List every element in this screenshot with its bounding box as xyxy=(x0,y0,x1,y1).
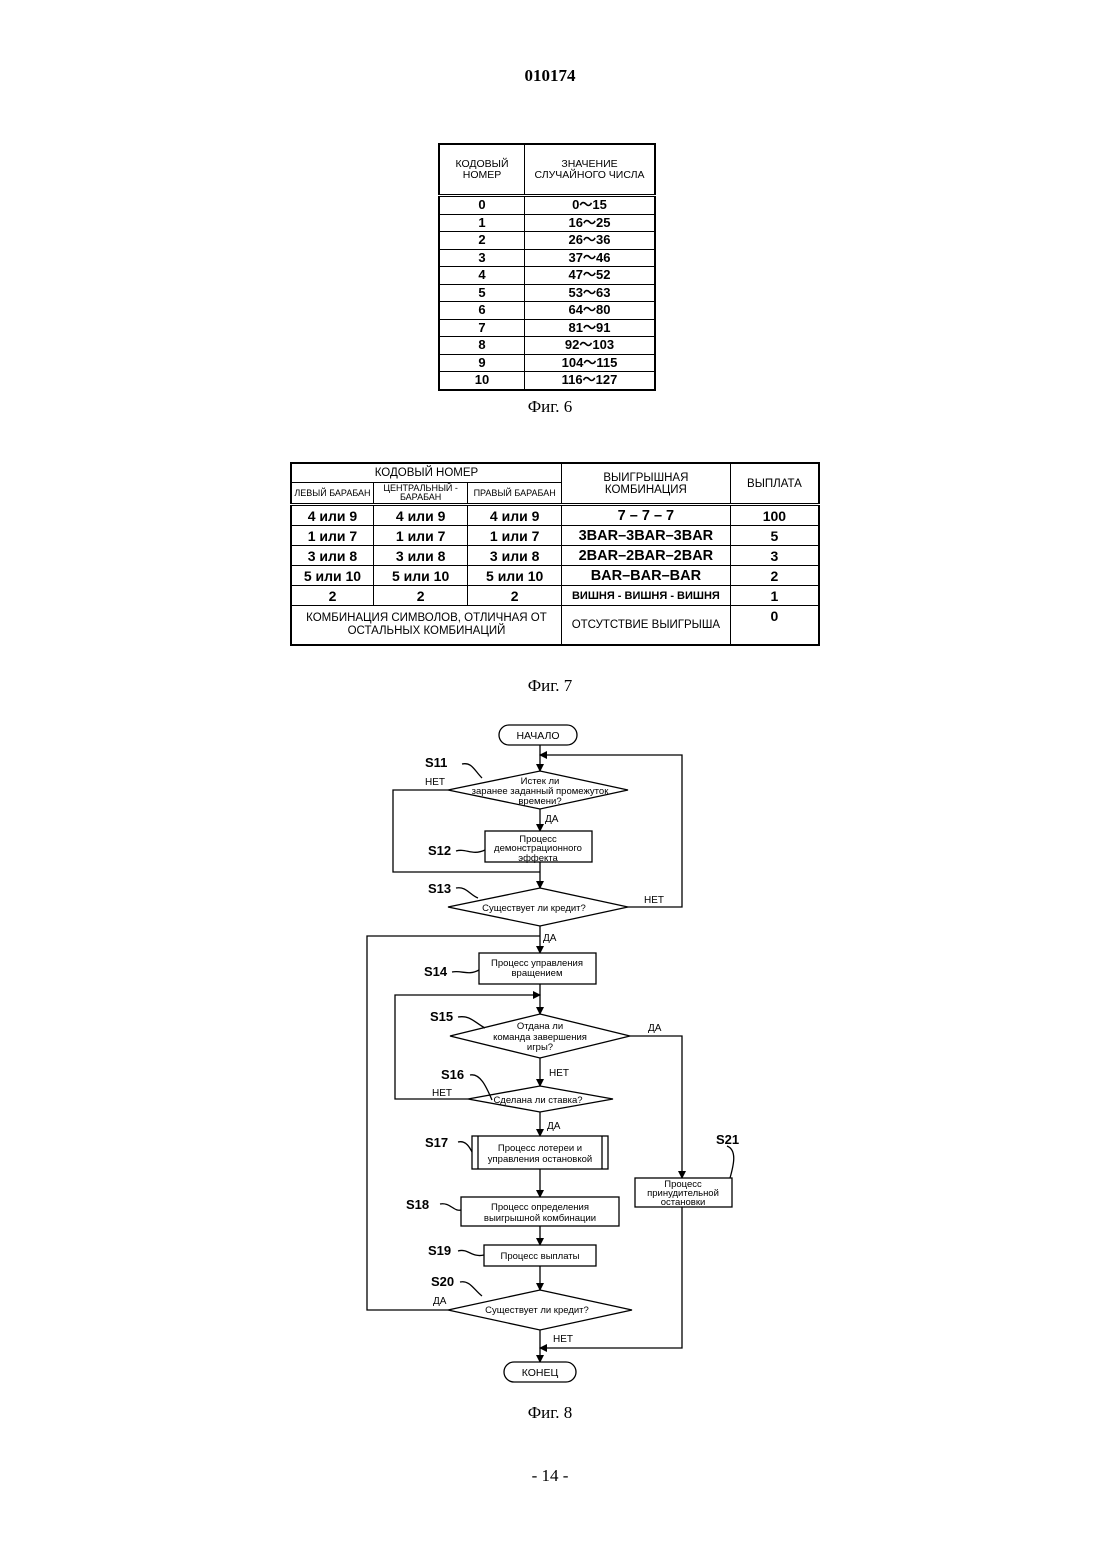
step-id-s13: S13 xyxy=(428,881,451,896)
end-label: КОНЕЦ xyxy=(522,1367,559,1379)
process-s17-text: Процесс лотереи и xyxy=(498,1143,582,1154)
process-s12-text: эффекта xyxy=(518,853,558,864)
step-id-s11: S11 xyxy=(425,755,447,770)
label-leader xyxy=(458,1142,472,1152)
step-id-s16: S16 xyxy=(441,1067,464,1082)
step-id-s18: S18 xyxy=(406,1197,429,1212)
decision-s20-text: Существует ли кредит? xyxy=(485,1305,589,1316)
step-id-s21: S21 xyxy=(716,1132,739,1147)
process-s21-text: остановки xyxy=(661,1197,706,1208)
label-leader xyxy=(458,1250,484,1255)
flow-line xyxy=(630,1036,682,1178)
label-leader xyxy=(458,1017,485,1028)
page-number: - 14 - xyxy=(0,1466,1100,1486)
yes-label: ДА xyxy=(547,1121,561,1132)
decision-s16-text: Сделана ли ставка? xyxy=(493,1095,582,1106)
start-label: НАЧАЛО xyxy=(516,730,559,742)
fig8-caption: Фиг. 8 xyxy=(0,1403,1100,1423)
no-label: НЕТ xyxy=(425,777,445,788)
label-leader xyxy=(727,1146,734,1178)
label-leader xyxy=(456,850,485,852)
step-id-s20: S20 xyxy=(431,1274,454,1289)
yes-label: ДА xyxy=(545,814,559,825)
no-label: НЕТ xyxy=(553,1334,573,1345)
label-leader xyxy=(460,1282,482,1296)
step-id-s17: S17 xyxy=(425,1135,448,1150)
process-s19-text: Процесс выплаты xyxy=(501,1251,580,1262)
step-id-s12: S12 xyxy=(428,843,451,858)
decision-s15-text: игры? xyxy=(527,1042,553,1053)
process-s14-text: вращением xyxy=(512,968,563,979)
decision-s11-text: времени? xyxy=(518,796,561,807)
yes-label: ДА xyxy=(433,1296,447,1307)
no-label: НЕТ xyxy=(644,895,664,906)
no-label: НЕТ xyxy=(432,1088,452,1099)
flow-line xyxy=(540,1207,682,1348)
label-leader xyxy=(452,970,479,973)
yes-label: ДА xyxy=(543,933,557,944)
yes-label: ДА xyxy=(648,1023,662,1034)
step-id-s14: S14 xyxy=(424,964,448,979)
step-id-s19: S19 xyxy=(428,1243,451,1258)
decision-s13-text: Существует ли кредит? xyxy=(482,903,586,914)
no-label: НЕТ xyxy=(549,1068,569,1079)
label-leader xyxy=(462,764,482,778)
label-leader xyxy=(440,1204,461,1211)
process-s17-text: управления остановкой xyxy=(488,1154,592,1165)
step-id-s15: S15 xyxy=(430,1009,453,1024)
decision-s15-text: Отдана ли xyxy=(517,1021,563,1032)
label-leader xyxy=(456,888,478,898)
process-s18-text: выигрышной комбинации xyxy=(484,1213,596,1224)
process-s18-text: Процесс определения xyxy=(491,1202,589,1213)
